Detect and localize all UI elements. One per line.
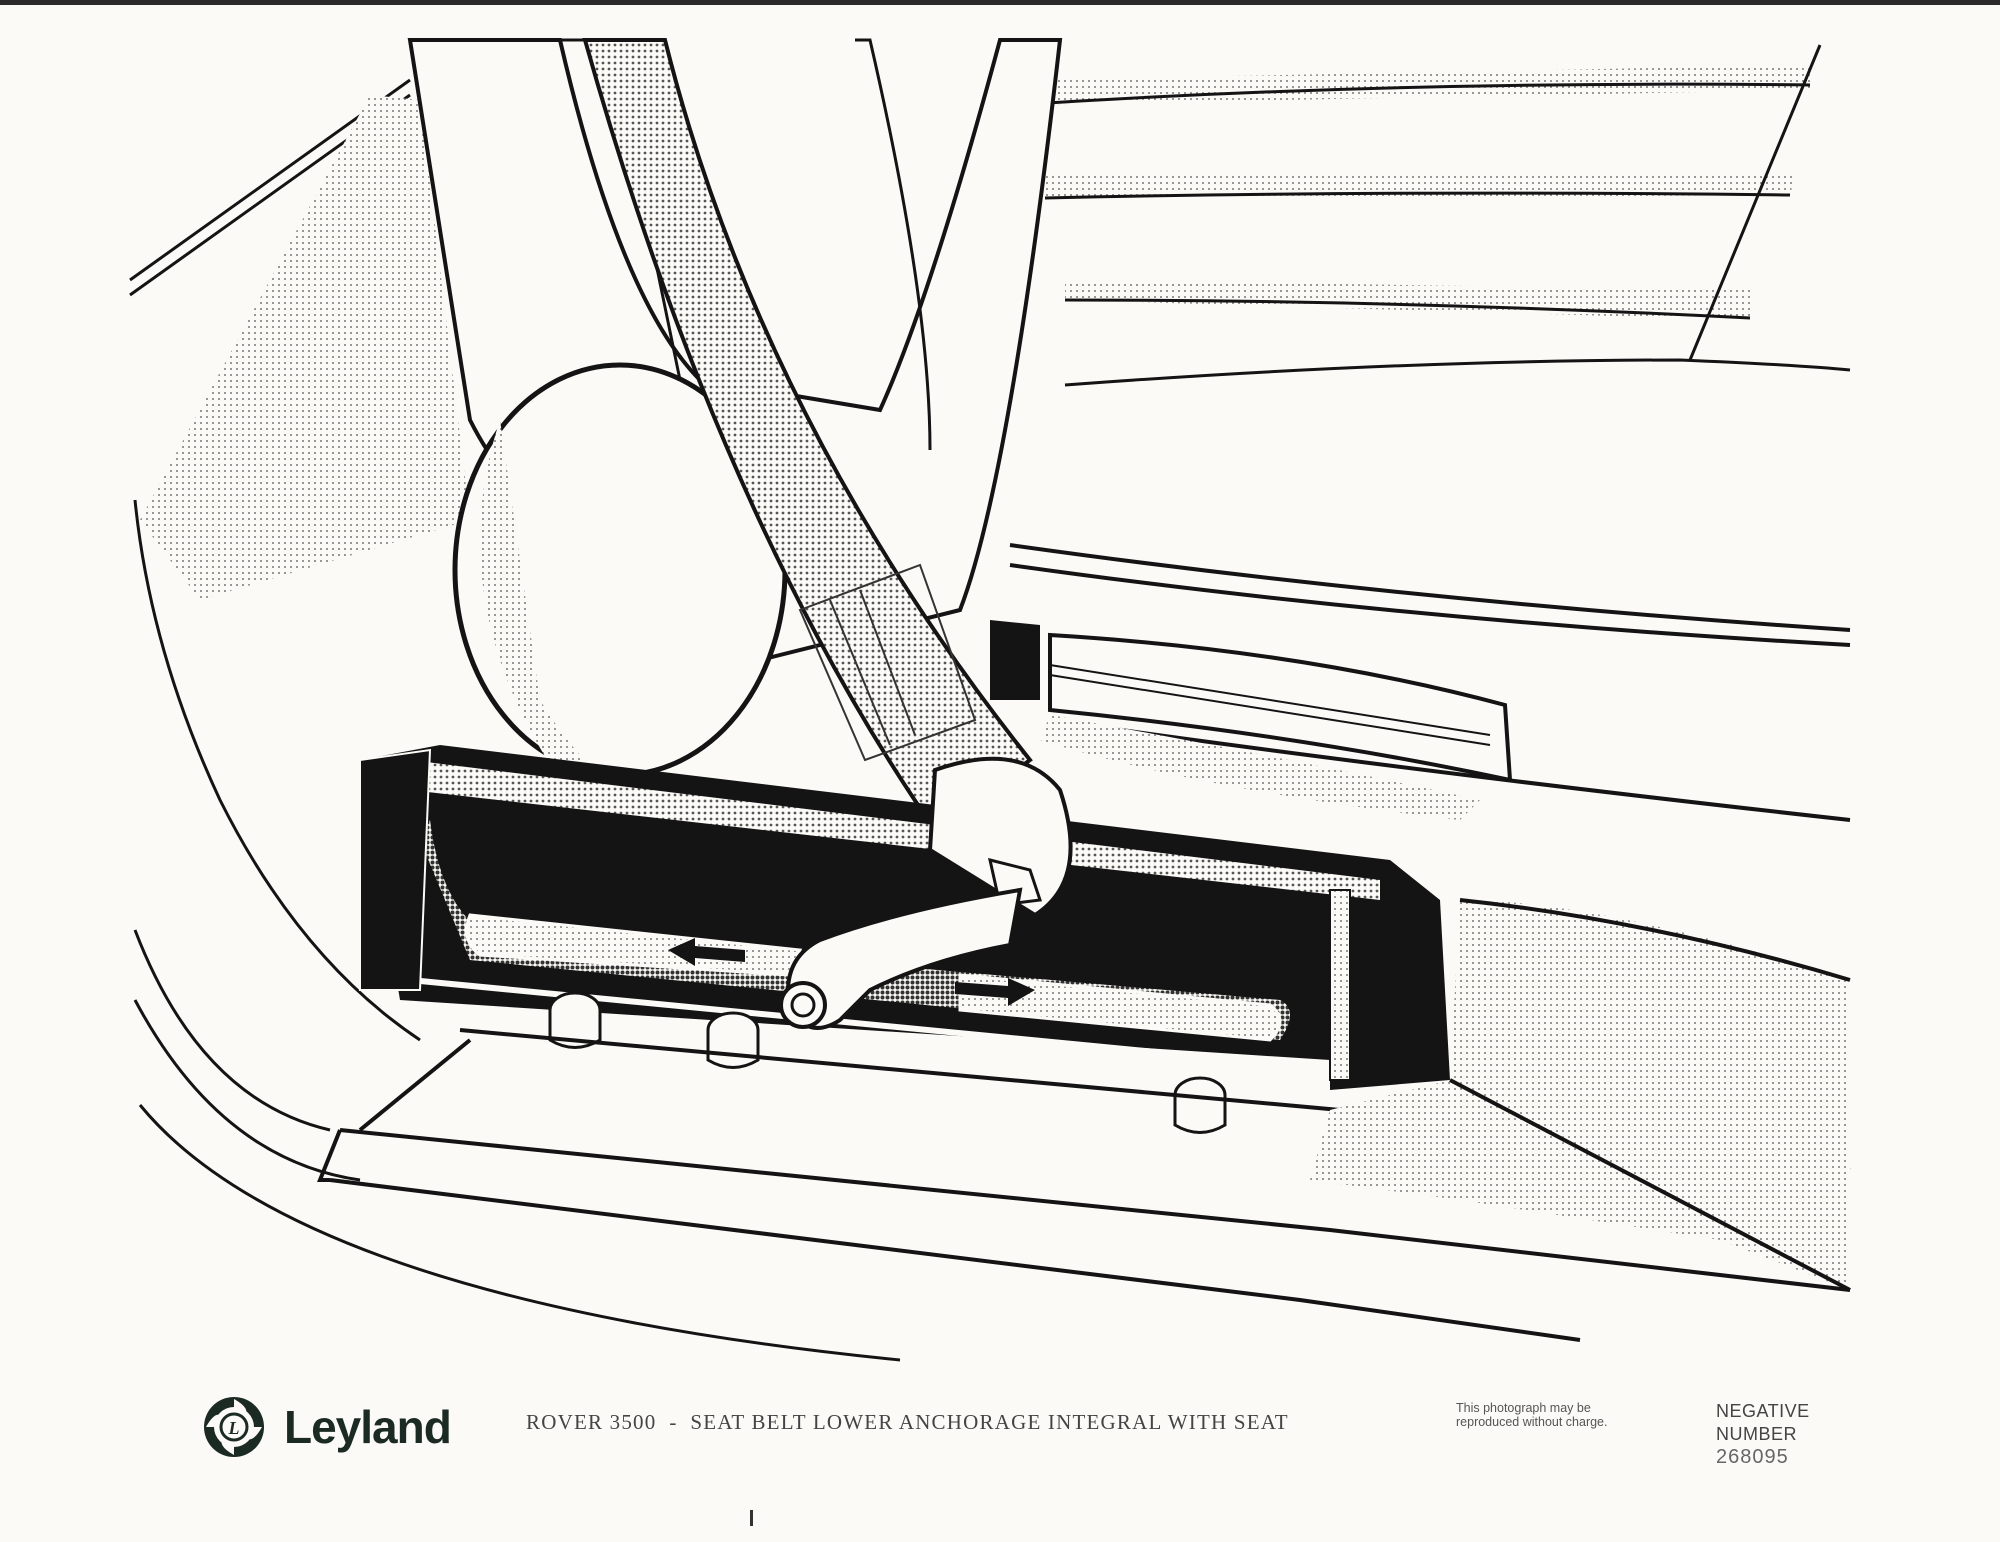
anchor-plate <box>779 756 1073 1030</box>
pen-mark <box>750 1510 753 1526</box>
slide-right-arrow <box>955 978 1035 1006</box>
rear-seat-back <box>1014 44 1851 387</box>
bolt-2 <box>706 1011 760 1069</box>
seat-belt-anchorage-illustration <box>129 38 1851 1362</box>
photo-caption-title: ROVER 3500 - SEAT BELT LOWER ANCHORAGE I… <box>526 1410 1289 1434</box>
seat-cushion <box>1009 543 1851 822</box>
slide-left-arrow <box>668 938 745 966</box>
bolt-3 <box>1173 1076 1227 1134</box>
negative-label-line1: NEGATIVE <box>1716 1401 1810 1421</box>
door-panel <box>129 78 901 1362</box>
svg-text:L: L <box>228 1418 240 1438</box>
leyland-roundel-icon: L <box>204 1397 264 1457</box>
reproduction-note: This photograph may be reproduced withou… <box>1456 1401 1608 1429</box>
mounting-bolts <box>548 991 1227 1134</box>
leyland-logo: L Leyland <box>202 1395 452 1459</box>
leyland-wordmark: Leyland <box>284 1401 452 1453</box>
negative-number: 268095 <box>1716 1446 1789 1468</box>
floor-sill <box>317 898 1851 1342</box>
seat-adjust-handle <box>990 620 1513 820</box>
negative-number-block: NEGATIVE NUMBER 268095 <box>1716 1400 1810 1469</box>
scan-edge <box>0 0 2000 5</box>
negative-label-line2: NUMBER <box>1716 1424 1798 1444</box>
